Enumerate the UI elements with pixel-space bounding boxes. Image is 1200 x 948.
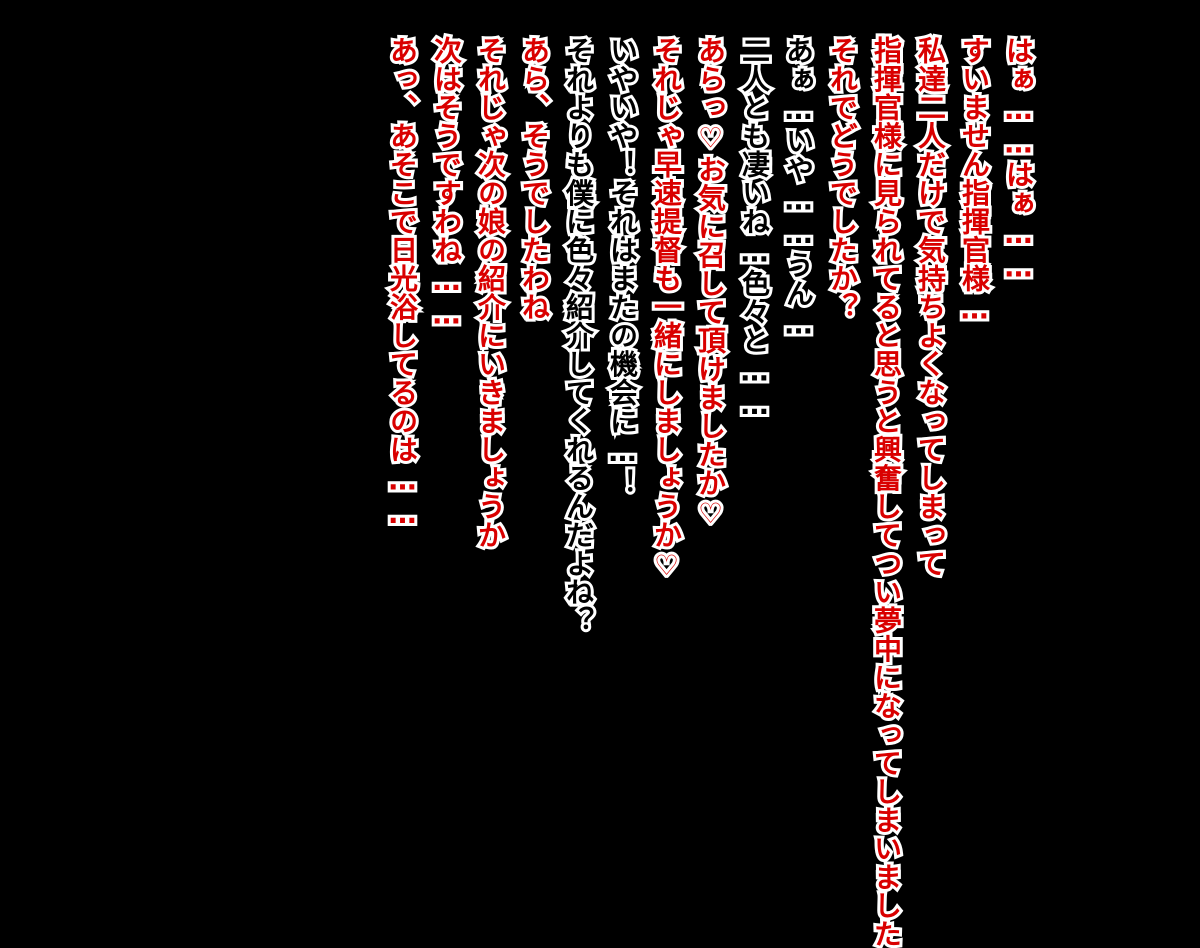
dialogue-line-4: 指揮官様に見られてると思うと興奮してつい夢中になってしまいました	[867, 33, 906, 948]
dialogue-line-12: あら、そうでしたわね	[515, 33, 554, 324]
dialogue-line-5: それでどうでしたか？	[823, 33, 862, 324]
dialogue-line-1: はぁ……はぁ……	[999, 33, 1038, 287]
dialogue-line-13: それじゃ次の娘の紹介にいきましょうか	[471, 33, 510, 552]
dialogue-line-11: それよりも僕に色々紹介してくれるんだよね？	[559, 33, 598, 637]
dialogue-line-6: あぁ…いや……うん…	[779, 33, 818, 344]
dialogue-screen: はぁ……はぁ…… すいません指揮官様… 私達二人だけで気持ちよくなってしまって …	[383, 33, 1038, 948]
dialogue-line-2: すいません指揮官様…	[955, 33, 994, 329]
dialogue-line-7: 二人とも凄いね…色々と……	[735, 33, 774, 424]
dialogue-line-8: あらっ♡お気に召して頂けましたか♡	[691, 33, 730, 533]
dialogue-line-14: 次はそうですわね……	[427, 33, 466, 334]
dialogue-line-3: 私達二人だけで気持ちよくなってしまって	[911, 33, 950, 580]
dialogue-line-9: それじゃ早速提督も一緒にしましょうか♡	[647, 33, 686, 585]
dialogue-line-15: あっ、あそこで日光浴してるのは……	[383, 33, 422, 533]
dialogue-line-10: いやいや！それはまたの機会に…！	[603, 33, 642, 500]
